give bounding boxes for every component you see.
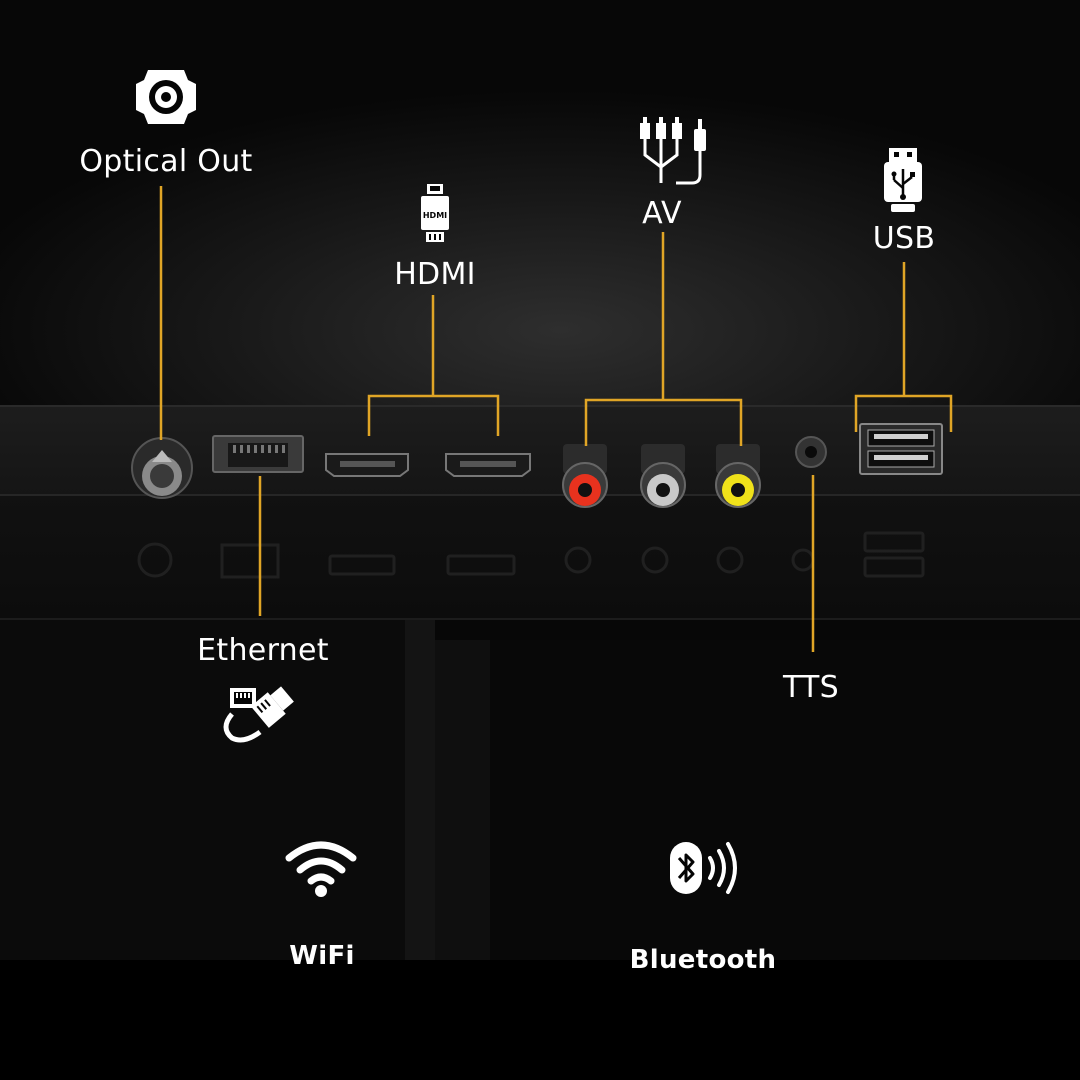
tts-label: TTS (782, 670, 840, 705)
hdmi-port-2 (445, 453, 531, 477)
hdmi-port-1 (325, 453, 409, 477)
optical-port-icon (136, 70, 196, 124)
hdmi-connector-icon: HDMI (421, 184, 449, 242)
optical-out-label: Optical Out (79, 144, 253, 179)
wifi-icon (285, 841, 357, 897)
hdmi-label: HDMI (394, 257, 476, 292)
tts-jack (795, 436, 827, 468)
av-cable-icon (640, 117, 706, 185)
av-jack-yellow (715, 444, 761, 508)
usb-ports (859, 423, 943, 475)
wifi-label: WiFi (289, 941, 355, 971)
hdmi-callout-bracket (367, 295, 500, 436)
av-callout-bracket (584, 232, 743, 446)
usb-label: USB (872, 221, 936, 256)
usb-callout-bracket (854, 262, 953, 432)
bluetooth-label: Bluetooth (629, 945, 777, 975)
av-jack-red (562, 444, 608, 508)
av-label: AV (642, 196, 682, 231)
svg-text:HDMI: HDMI (423, 211, 447, 220)
av-jack-white (640, 444, 686, 508)
ethernet-cable-icon (223, 686, 294, 743)
ethernet-port (212, 435, 304, 473)
ethernet-label: Ethernet (197, 633, 329, 668)
bluetooth-icon (670, 842, 737, 894)
usb-stick-icon (884, 148, 922, 212)
